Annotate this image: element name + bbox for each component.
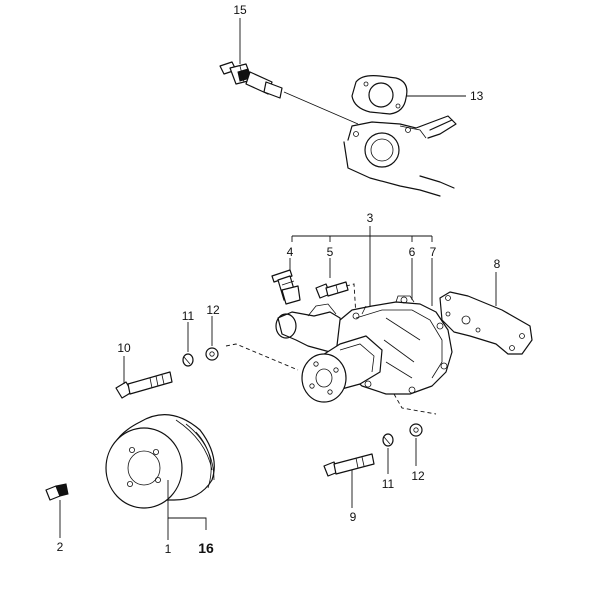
lock-washer-11-right [382, 433, 394, 447]
callout-12-left: 12 [206, 303, 220, 317]
bolt-9 [323, 453, 375, 477]
callout-11-left: 11 [182, 309, 195, 323]
callout-12-right: 12 [411, 469, 425, 483]
bolt-10 [115, 371, 173, 399]
callout-10: 10 [117, 341, 131, 355]
callout-13: 13 [470, 89, 484, 103]
lock-washer-11-left [182, 353, 194, 367]
gasket-13 [351, 75, 408, 115]
flat-washer-12-right [409, 423, 423, 437]
callout-3: 3 [367, 211, 374, 225]
callout-4: 4 [287, 245, 294, 259]
bolt-5 [315, 281, 349, 299]
callout-7: 7 [430, 245, 437, 259]
callout-1: 1 [165, 542, 172, 556]
pulley-1 [105, 414, 215, 509]
bolt-2 [45, 483, 69, 501]
thermostat-housing [343, 115, 457, 197]
callout-5: 5 [327, 245, 334, 259]
callout-8: 8 [494, 257, 501, 271]
temperature-sender-part [219, 18, 283, 99]
top-bracket-lines [289, 226, 433, 310]
flat-washer-12-left [205, 347, 219, 361]
callout-6: 6 [409, 245, 416, 259]
water-pump-body [275, 295, 453, 403]
callout-16: 16 [198, 540, 214, 556]
gasket-8 [439, 291, 533, 355]
callout-2: 2 [57, 540, 64, 554]
callout-11-right: 11 [382, 477, 395, 491]
callout-15: 15 [233, 3, 247, 17]
callout-9: 9 [350, 510, 357, 524]
pipe-fitting-4 [271, 269, 301, 305]
